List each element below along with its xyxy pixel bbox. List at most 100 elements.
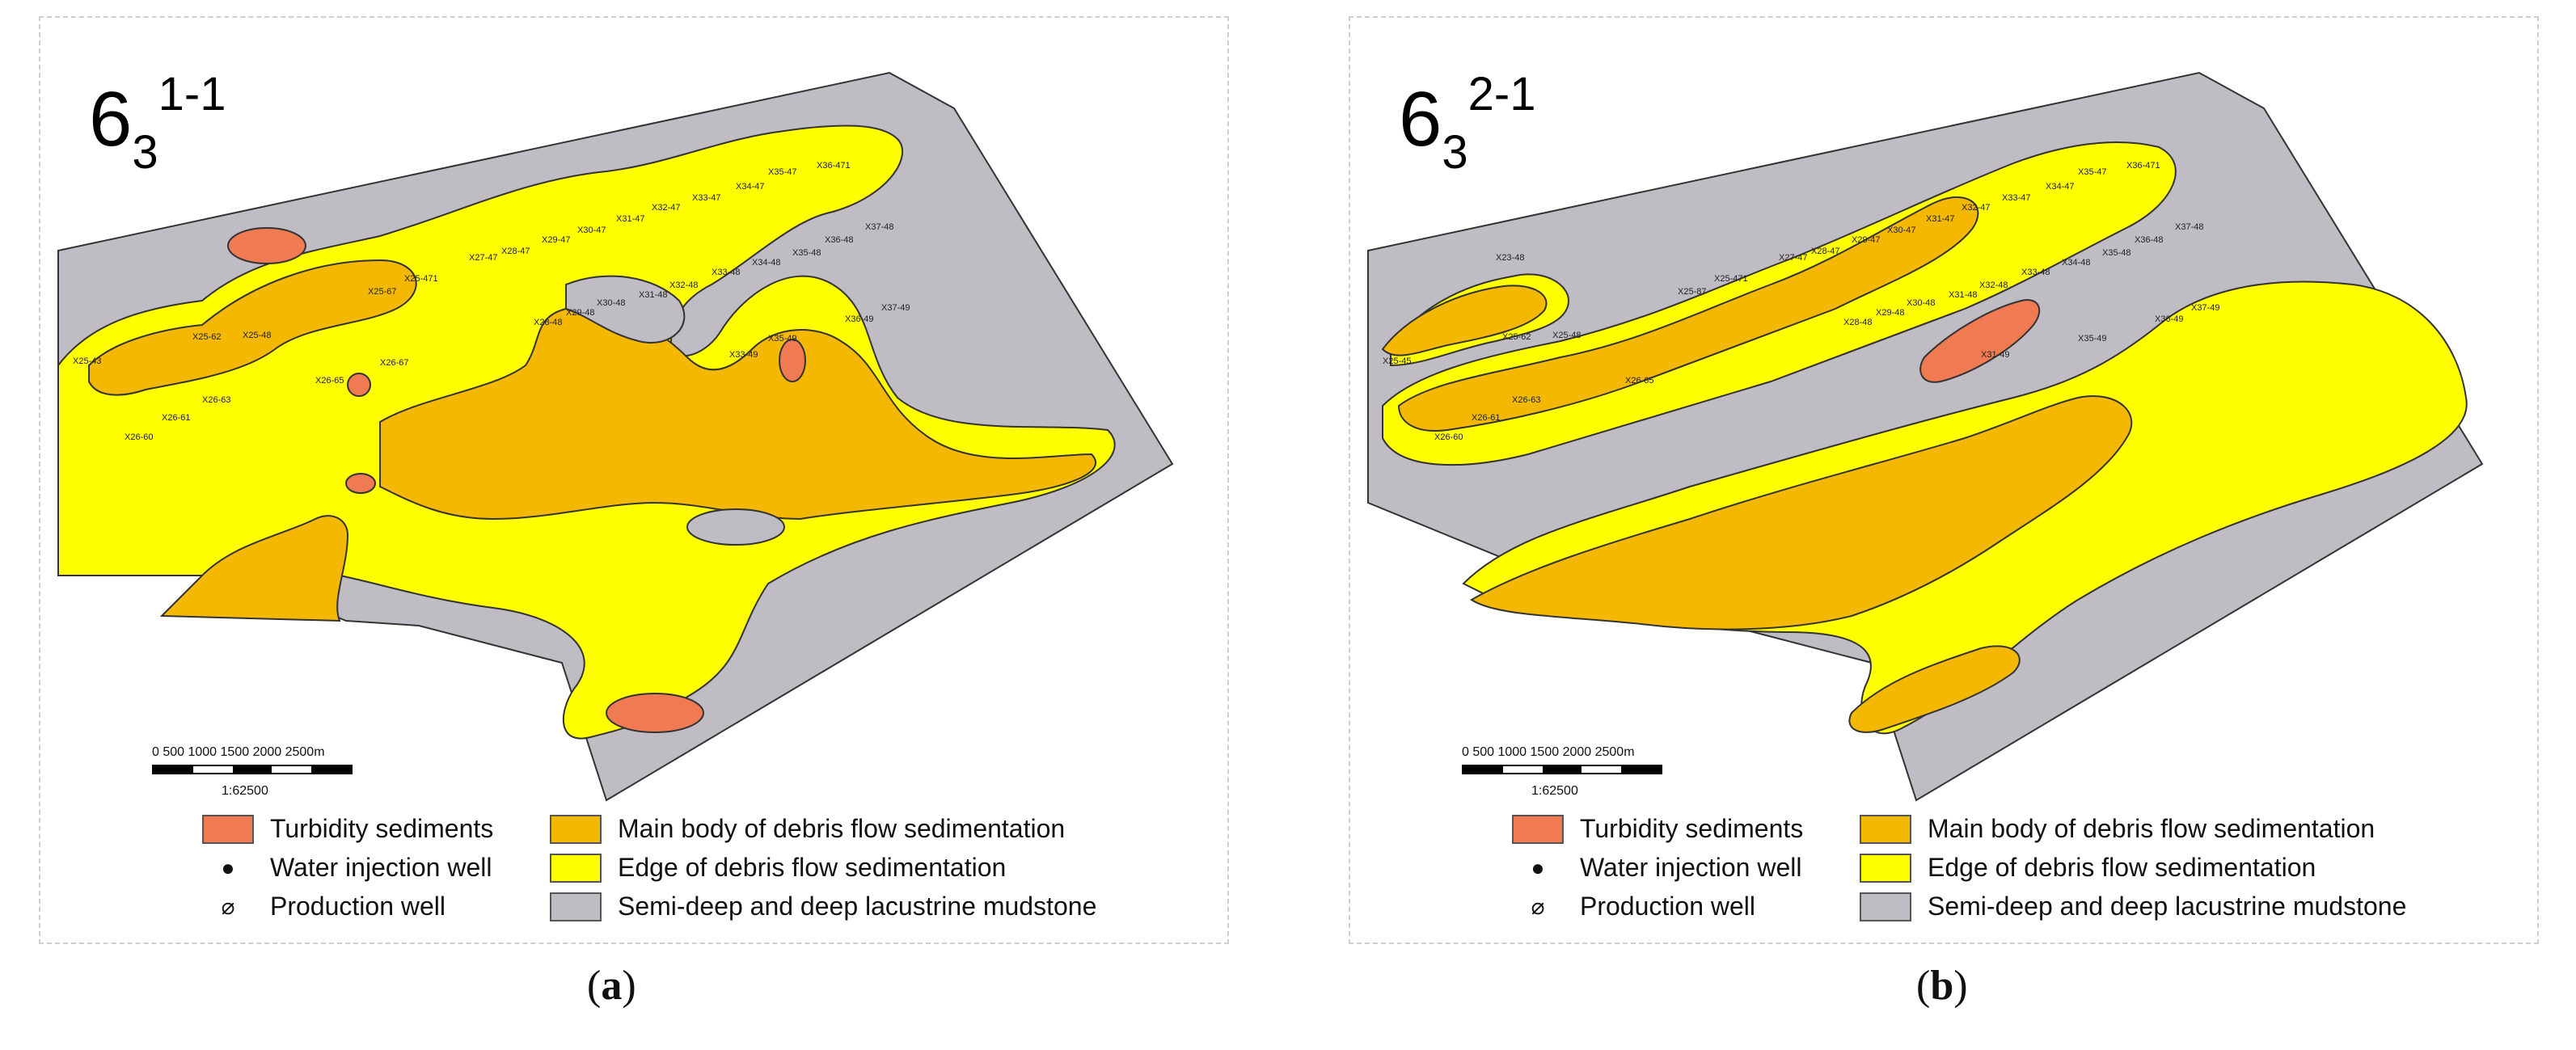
legend-production-well-label: Production well [1580,892,1755,921]
well-label: X25-471 [404,274,438,284]
scale-bar-graphic [152,765,353,774]
well-label: X30-48 [597,298,625,308]
well-label: X31-48 [1949,290,1977,300]
well-label: X25-62 [192,332,221,342]
well-label: X37-49 [881,303,910,313]
swatch-turbidity [202,814,254,844]
well-label: X30-48 [1907,298,1935,308]
well-label: X25-45 [1383,356,1411,366]
scale-ticks: 0 500 1000 1500 2000 2500m [152,745,325,759]
legend-main-body: Main body of debris flow sedimentation [550,814,1065,844]
turbidity-zone-3 [347,373,371,397]
well-label: X36-471 [817,161,851,171]
map-panel-a: X36-471 X35-47 X34-47 X33-47 X32-47 X31-… [39,16,1229,944]
well-label: X34-47 [736,182,764,192]
water-well-icon: ● [1531,854,1545,880]
turbidity-zone [1919,299,2041,383]
well-label: X25-48 [243,331,271,340]
well-label: X25-471 [1714,274,1748,284]
facies-map-a: X36-471 X35-47 X34-47 X33-47 X32-47 X31-… [57,71,1174,802]
scale-ratio: 1:62500 [1531,784,1578,798]
legend-main-body-label: Main body of debris flow sedimentation [618,814,1066,843]
swatch-main-body [1860,814,1911,844]
legend: Turbidity sediments Main body of debris … [202,814,1213,935]
swatch-turbidity [1512,814,1564,844]
well-label: X36-48 [2135,235,2163,245]
well-label: X25-62 [1502,332,1531,342]
scale-bar: 0 500 1000 1500 2000 2500m 1:62500 [1462,745,1704,810]
well-label: X31-47 [616,214,644,224]
main-body-debris-flow-zone-2 [1470,395,2133,630]
map-panel-b: X36-471 X35-47 X34-47 X33-47 X32-47 X31-… [1349,16,2539,944]
well-labels-b: X36-471 X35-47 X34-47 X33-47 X32-47 X31-… [1383,161,2219,442]
well-label: X28-48 [1843,318,1872,327]
swatch-main-body [550,814,602,844]
turbidity-zone [227,227,306,264]
swatch-edge [550,853,602,883]
well-label: X26-63 [202,395,230,405]
well-label: X26-63 [1512,395,1540,405]
well-label: X32-48 [669,280,698,290]
well-label: X32-47 [652,203,680,213]
legend-water-well: ● Water injection well [202,853,492,883]
well-label: X36-471 [2126,161,2160,171]
well-label: X35-49 [768,334,796,344]
well-label: X27-47 [469,253,497,263]
well-label: X26-60 [125,432,153,442]
well-label: X32-48 [1979,280,2008,290]
water-well-icon: ● [221,854,235,880]
well-label: X36-49 [845,314,873,324]
well-label: X29-47 [542,235,570,245]
well-labels-a: X36-471 X35-47 X34-47 X33-47 X32-47 X31-… [73,161,910,442]
well-label: X35-47 [768,167,796,177]
legend-main-body-label: Main body of debris flow sedimentation [1928,814,2375,843]
well-label: X28-48 [534,318,562,327]
well-label: X27-47 [1779,253,1807,263]
well-label: X26-65 [315,376,344,386]
legend-production-well: ⌀ Production well [1512,892,1755,921]
well-label: X26-61 [1472,413,1500,423]
well-label: X26-61 [162,413,190,423]
well-label: X34-48 [752,258,780,268]
turbidity-zone-5 [606,693,704,733]
caption-a-letter: a [601,963,623,1009]
turbidity-zone-4 [345,473,376,494]
legend-edge: Edge of debris flow sedimentation [550,853,1006,883]
well-label: X33-47 [692,193,720,203]
well-label: X37-48 [865,222,893,232]
legend-main-body: Main body of debris flow sedimentation [1860,814,2375,844]
mudstone-island [686,508,785,546]
legend-water-well-label: Water injection well [1580,853,1802,882]
layer-label-sup: 2-1 [1467,68,1536,120]
well-label: X37-48 [2175,222,2203,232]
legend-production-well: ⌀ Production well [202,892,446,921]
legend-mudstone: Semi-deep and deep lacustrine mudstone [550,892,1096,921]
well-label: X26-60 [1434,432,1463,442]
well-label: X25-87 [1678,287,1706,297]
well-label: X34-47 [2046,182,2074,192]
legend-mudstone-label: Semi-deep and deep lacustrine mudstone [618,892,1097,921]
main-body-debris-flow-zone [1397,196,1979,432]
turbidity-zone-2 [779,339,806,382]
main-body-debris-flow-zone [88,259,417,396]
production-well-icon: ⌀ [1531,894,1545,919]
well-label: X36-49 [2155,314,2183,324]
layer-label-sup: 1-1 [158,68,226,120]
legend-water-well-label: Water injection well [270,853,492,882]
layer-label-main: 6 [1399,76,1442,162]
well-label: X37-49 [2191,303,2219,313]
legend-mudstone: Semi-deep and deep lacustrine mudstone [1860,892,2406,921]
well-label: X25-43 [73,356,101,366]
well-label: X35-47 [2078,167,2106,177]
well-label: X23-48 [1496,253,1524,263]
facies-map-b: X36-471 X35-47 X34-47 X33-47 X32-47 X31-… [1367,71,2484,802]
legend-turbidity-label: Turbidity sediments [270,814,494,843]
main-body-debris-flow-zone-3 [159,515,349,622]
scale-ticks: 0 500 1000 1500 2000 2500m [1462,745,1635,759]
well-label: X29-48 [1876,308,1904,318]
caption-b-letter: b [1930,963,1954,1009]
swatch-mudstone [1860,892,1911,921]
well-label: X29-48 [566,308,594,318]
legend-turbidity: Turbidity sediments [202,814,493,844]
well-label: X36-48 [825,235,853,245]
